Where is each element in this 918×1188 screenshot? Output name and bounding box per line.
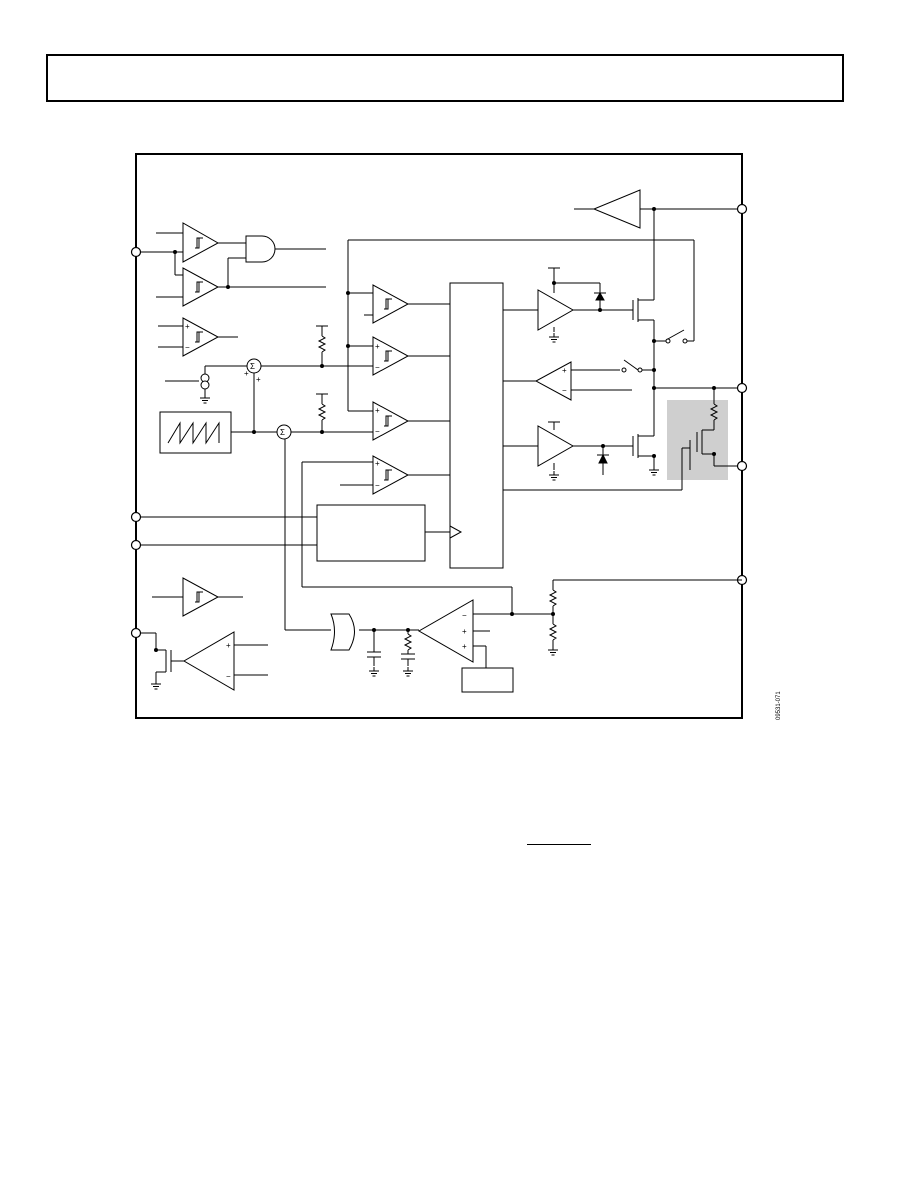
op-amp-icon	[537, 289, 575, 331]
sum-symbol: Σ	[250, 362, 255, 371]
minus-sign: −	[462, 611, 467, 620]
pin-icon[interactable]	[130, 511, 142, 523]
switch-icon	[665, 329, 685, 341]
pin-icon[interactable]	[130, 539, 142, 551]
pins	[130, 203, 748, 639]
reference-block	[461, 667, 514, 693]
comparator-icon	[182, 317, 220, 357]
schmitt-trigger-buffer-icon	[182, 222, 220, 263]
junction-dots	[154, 207, 716, 652]
logic-gate-icon	[330, 613, 355, 651]
register-block	[316, 504, 426, 562]
diagram-frame	[135, 153, 743, 719]
sum-symbol: Σ	[280, 428, 285, 437]
note-underline	[527, 844, 591, 845]
zener-diode-icon	[595, 291, 605, 301]
pin-icon[interactable]	[736, 460, 748, 472]
plus-sign: +	[185, 322, 190, 331]
comparator-icon	[372, 336, 410, 376]
plus-sign: +	[462, 642, 467, 651]
plus-sign: +	[375, 342, 380, 351]
pin-icon[interactable]	[130, 627, 142, 639]
sawtooth-oscillator-icon	[159, 411, 232, 454]
resistor-icon	[709, 403, 719, 421]
comparator-icon	[372, 455, 410, 495]
resistor-icon	[403, 633, 413, 651]
resistor-icon	[548, 623, 558, 641]
plus-sign: +	[375, 406, 380, 415]
plus-sign: +	[462, 627, 467, 636]
plus-sign: +	[244, 369, 249, 378]
schmitt-trigger-buffer-icon	[182, 577, 220, 617]
switch-icon	[623, 359, 639, 371]
zener-diode-icon	[598, 453, 608, 464]
pin-icon[interactable]	[130, 246, 142, 258]
pin-icon[interactable]	[736, 203, 748, 215]
logic-block-icon	[449, 282, 504, 569]
header-box	[46, 54, 844, 102]
minus-sign: −	[226, 672, 231, 681]
schmitt-trigger-buffer-icon	[182, 267, 220, 307]
minus-sign: −	[375, 427, 380, 436]
minus-sign: −	[375, 363, 380, 372]
plus-sign: +	[256, 375, 261, 384]
op-amp-icon	[183, 631, 235, 691]
resistor-icon	[548, 589, 558, 607]
pin-icon[interactable]	[736, 382, 748, 394]
op-amp-icon	[537, 425, 575, 467]
comparator-icon	[372, 401, 410, 441]
minus-sign: −	[185, 343, 190, 352]
minus-sign: −	[562, 386, 567, 395]
comparator-icon	[534, 361, 572, 401]
plus-sign: +	[562, 366, 567, 375]
resistor-icon	[317, 335, 327, 353]
plus-sign: +	[226, 641, 231, 650]
and-gate-icon	[245, 235, 276, 263]
minus-sign: −	[375, 481, 380, 490]
plus-sign: +	[375, 459, 380, 468]
figure-code: 09531-071	[776, 691, 782, 720]
resistor-icon	[317, 403, 327, 421]
output-buffer-icon	[592, 189, 641, 229]
comparator-icon	[372, 284, 410, 324]
